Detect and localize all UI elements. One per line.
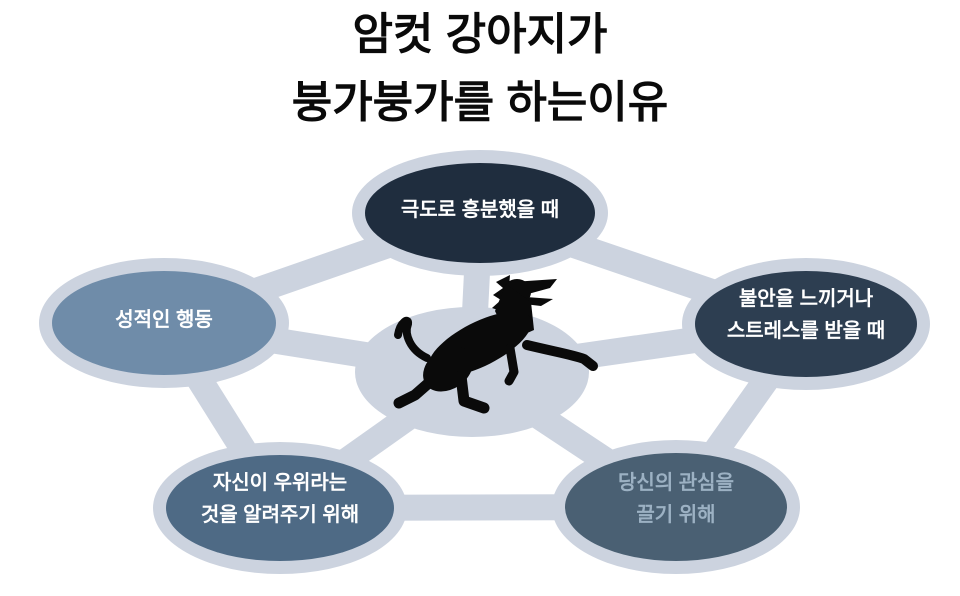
- dog-tail: [394, 316, 431, 362]
- center-circle: [355, 307, 589, 437]
- node-labels: 극도로 흥분했을 때 불안을 느끼거나 스트레스를 받을 때 성적인 행동 자신…: [115, 197, 885, 526]
- title-line-1: 암컷 강아지가: [352, 10, 608, 59]
- node-label-attention-line1: 당신의 관심을: [618, 471, 734, 494]
- node-ellipse-anxiety-stress: [695, 271, 917, 377]
- jumping-dog-icon: [393, 275, 598, 414]
- dog-upper-jaw: [512, 279, 557, 294]
- node-label-anxiety-line1: 불안을 느끼거나: [739, 287, 874, 310]
- node-ellipses: [52, 163, 917, 561]
- node-label-dominance-line2: 것을 알려주기 위해: [201, 503, 359, 526]
- dog-front-leg-hanging: [504, 343, 519, 386]
- diagram-title: 암컷 강아지가 붕가붕가를 하는이유: [0, 0, 960, 132]
- node-ellipse-dominance: [166, 455, 394, 561]
- node-ellipse-sexual-behavior: [52, 271, 276, 375]
- node-ellipse-excited: [365, 163, 595, 263]
- dog-hind-leg-near: [455, 370, 490, 414]
- node-ellipse-attention: [565, 453, 787, 561]
- dog-limbs: [393, 316, 598, 414]
- node-label-excited: 극도로 흥분했을 때: [401, 197, 559, 221]
- node-label-dominance-line1: 자신이 우위라는: [213, 471, 347, 494]
- node-label-attention-line2: 끌기 위해: [636, 503, 715, 526]
- dog-lower-jaw: [524, 297, 553, 306]
- dog-front-leg-extended: [522, 340, 598, 371]
- node-label-anxiety-line2: 스트레스를 받을 때: [727, 319, 885, 342]
- title-line-2: 붕가붕가를 하는이유: [291, 78, 669, 127]
- node-label-sexual-behavior: 성적인 행동: [115, 308, 213, 331]
- dog-hind-leg-far: [393, 368, 445, 409]
